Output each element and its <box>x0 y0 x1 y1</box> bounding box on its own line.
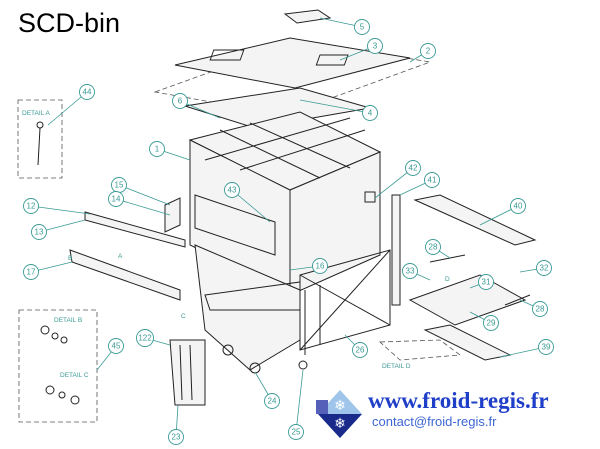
bin-and-frame <box>194 244 391 374</box>
callout-40: 40 <box>510 198 526 214</box>
callout-number: 13 <box>35 228 44 237</box>
right-side-parts <box>364 191 537 361</box>
callout-number: 122 <box>138 334 152 343</box>
detail-boxes <box>17 99 462 423</box>
callout-number: 44 <box>83 88 92 97</box>
callout-number: 6 <box>178 97 183 106</box>
callout-12: 12 <box>23 198 39 214</box>
callout-45: 45 <box>108 338 124 354</box>
froid-regis-logo: ❄ ❄ <box>316 390 362 438</box>
svg-text:❄: ❄ <box>334 415 346 431</box>
callout-number: 23 <box>172 433 181 442</box>
callout-23: 23 <box>168 429 184 445</box>
callout-28: 28 <box>532 301 548 317</box>
callout-16: 16 <box>312 258 328 274</box>
callout-14: 14 <box>108 191 124 207</box>
callout-number: 31 <box>482 278 491 287</box>
detail-c-label: DETAIL C <box>60 372 89 379</box>
callout-number: 17 <box>27 268 36 277</box>
detail-b-label: DETAIL B <box>54 317 82 324</box>
callout-41: 41 <box>424 172 440 188</box>
callout-number: 33 <box>406 267 415 276</box>
callout-leader-line <box>295 369 304 433</box>
diagram-title: SCD-bin <box>18 8 121 38</box>
callout-number: 2 <box>426 47 431 56</box>
callout-26: 26 <box>352 342 368 358</box>
website-link[interactable]: www.froid-regis.fr <box>368 388 549 413</box>
callout-number: 29 <box>487 319 496 328</box>
callout-24: 24 <box>264 393 280 409</box>
callout-42: 42 <box>405 160 421 176</box>
callout-39: 39 <box>538 339 554 355</box>
callout-number: 12 <box>27 202 36 211</box>
callout-number: 28 <box>536 305 545 314</box>
callout-number: 42 <box>409 164 418 173</box>
callout-15: 15 <box>111 177 127 193</box>
callout-number: 32 <box>540 264 549 273</box>
callout-number: 45 <box>112 342 121 351</box>
callout-number: 41 <box>428 176 437 185</box>
callout-17: 17 <box>23 264 39 280</box>
callout-13: 13 <box>31 224 47 240</box>
callout-4: 4 <box>362 105 378 121</box>
contact-email[interactable]: contact@froid-regis.fr <box>372 414 497 429</box>
callout-leader-line <box>47 91 88 126</box>
callout-leader-line <box>115 198 171 216</box>
callout-number: 15 <box>115 181 124 190</box>
view-letter-a: A <box>118 253 123 260</box>
callout-number: 24 <box>268 397 277 406</box>
callout-5: 5 <box>354 19 370 35</box>
callout-leader-line <box>299 99 371 114</box>
callout-number: 1 <box>155 145 160 154</box>
view-letter-d: D <box>445 276 450 283</box>
callout-number: 40 <box>514 202 523 211</box>
view-letter-b: B <box>68 255 72 262</box>
callout-1: 1 <box>149 141 165 157</box>
view-letter-c: C <box>181 313 186 320</box>
callout-32: 32 <box>536 260 552 276</box>
callout-number: 4 <box>368 109 373 118</box>
svg-text:❄: ❄ <box>334 397 346 413</box>
callout-leader-line <box>118 184 171 206</box>
callout-number: 39 <box>542 343 551 352</box>
callout-leader-line <box>231 189 271 223</box>
detail-d-label: DETAIL D <box>382 363 411 370</box>
callout-number: 16 <box>316 262 325 271</box>
callout-33: 33 <box>402 263 418 279</box>
callout-44: 44 <box>79 84 95 100</box>
callout-leader-line <box>374 167 414 199</box>
callout-31: 31 <box>478 274 494 290</box>
detail-a-label: DETAIL A <box>22 110 50 117</box>
callout-2: 2 <box>420 43 436 59</box>
callout-43: 43 <box>224 182 240 198</box>
front-panels <box>69 197 206 406</box>
callout-number: 14 <box>112 195 121 204</box>
callout-leader-line <box>30 205 91 215</box>
callout-number: 26 <box>356 346 365 355</box>
callout-number: 5 <box>360 23 365 32</box>
callout-number: 3 <box>373 42 378 51</box>
callout-number: 28 <box>429 243 438 252</box>
callout-balloons: 5324644142414315141213401716283233312829… <box>23 17 554 445</box>
callout-28: 28 <box>425 239 441 255</box>
callout-number: 25 <box>292 428 301 437</box>
top-panel-assembly <box>153 9 432 129</box>
callout-number: 43 <box>228 186 237 195</box>
callout-122: 122 <box>136 329 154 347</box>
callout-29: 29 <box>483 315 499 331</box>
callout-6: 6 <box>172 93 188 109</box>
callout-25: 25 <box>288 424 304 440</box>
callout-3: 3 <box>367 38 383 54</box>
